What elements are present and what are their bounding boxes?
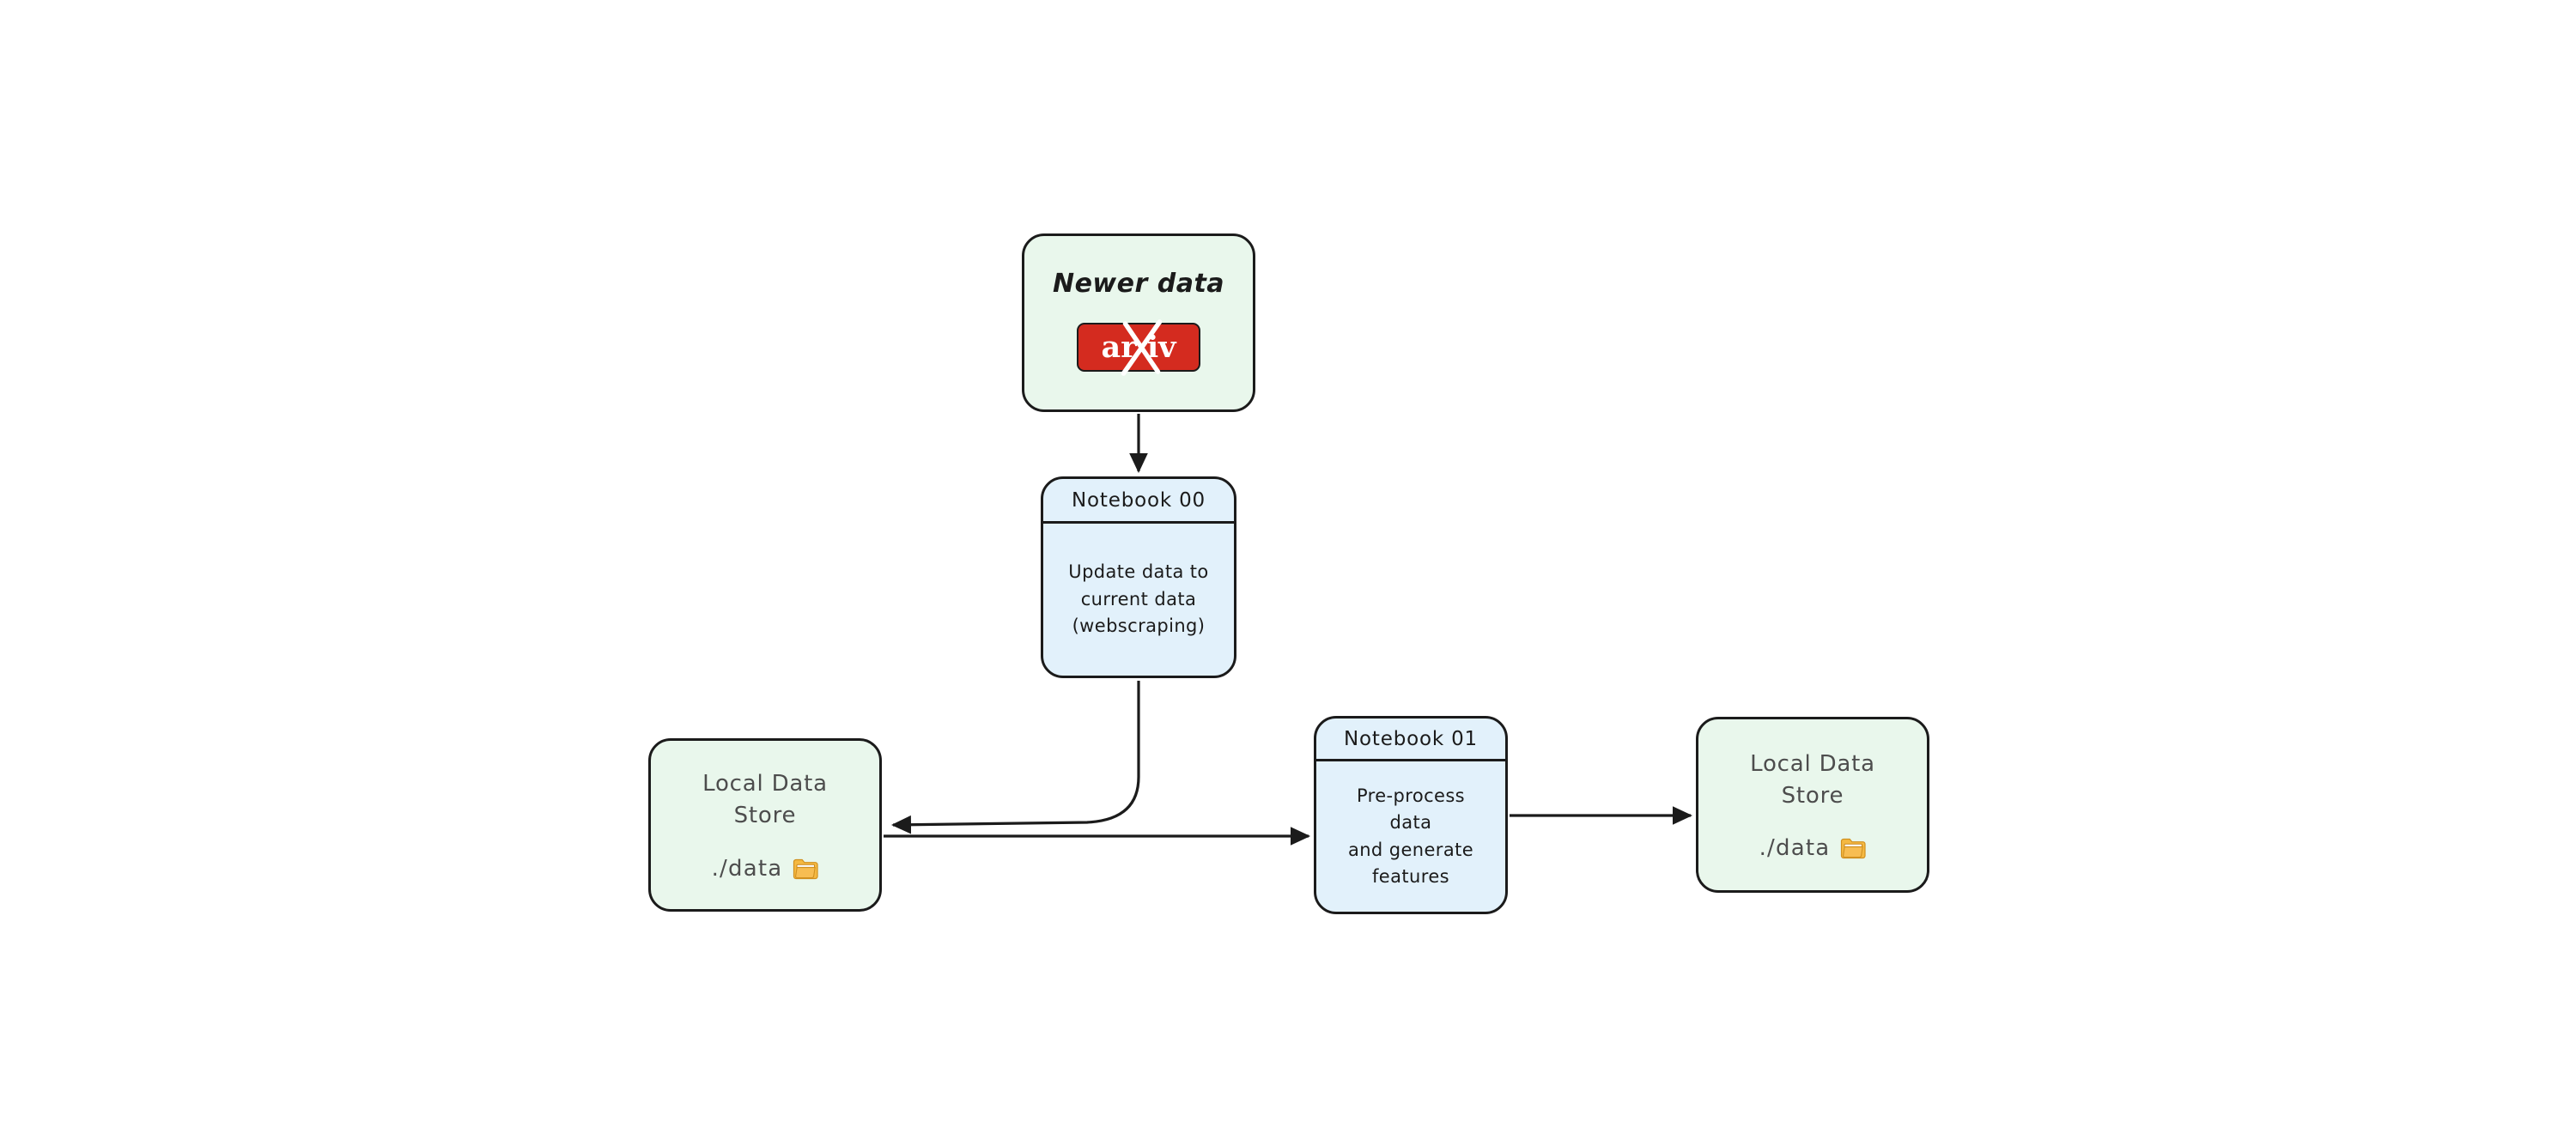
node-store-right-path-row: ./data <box>1759 835 1867 861</box>
node-store-left-title: Local Data Store <box>702 771 828 828</box>
folder-icon <box>1841 839 1866 859</box>
node-notebook-00[interactable]: Notebook 00 Update data to current data … <box>1041 476 1236 678</box>
node-notebook-01-header: Notebook 01 <box>1316 719 1505 761</box>
node-store-left-path-row: ./data <box>712 856 819 882</box>
node-newer-data-title: Newer data <box>1052 269 1225 299</box>
node-notebook-00-header: Notebook 00 <box>1043 479 1234 524</box>
node-store-right-title: Local Data Store <box>1750 750 1875 809</box>
node-notebook-01[interactable]: Notebook 01 Pre-process data and generat… <box>1314 716 1508 914</box>
arxiv-x-glyph-icon <box>1121 318 1163 376</box>
node-notebook-01-body: Pre-process data and generate features <box>1347 785 1474 888</box>
folder-icon <box>793 858 818 880</box>
node-store-right[interactable]: Local Data Store ./data <box>1696 717 1929 893</box>
node-notebook-00-body: Update data to current data (webscraping… <box>1068 561 1209 637</box>
arxiv-logo-text: ar iv <box>1101 330 1176 365</box>
node-newer-data[interactable]: Newer data ar iv <box>1022 233 1255 412</box>
arxiv-logo-icon[interactable]: ar iv <box>1077 318 1200 376</box>
edge-notebook-00-to-store-left <box>891 681 1140 834</box>
node-store-left-path: ./data <box>711 855 783 882</box>
node-store-right-path: ./data <box>1759 835 1831 862</box>
node-store-left[interactable]: Local Data Store ./data <box>648 738 882 912</box>
